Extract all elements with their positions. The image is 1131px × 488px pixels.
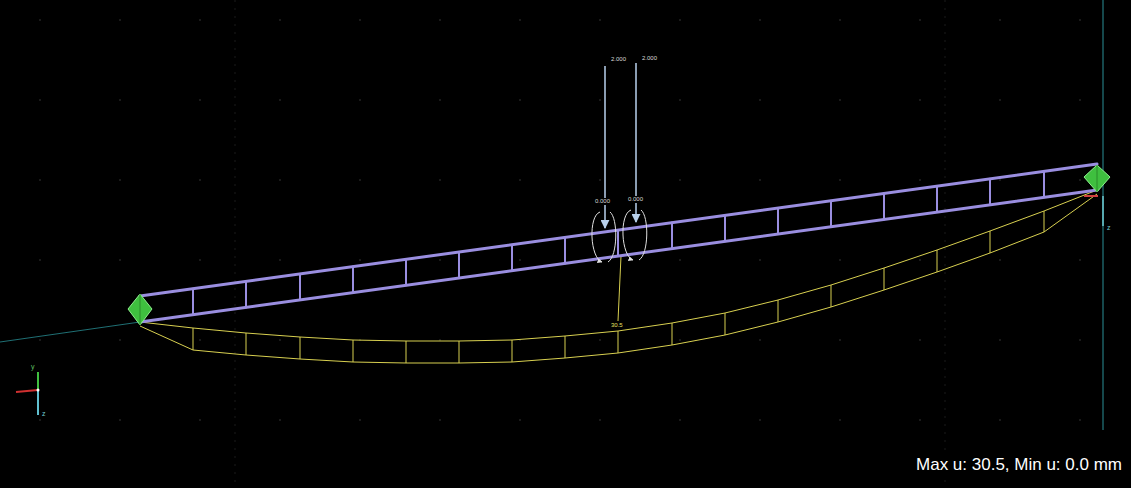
result-summary: Max u: 30.5, Min u: 0.0 mm [915, 456, 1123, 475]
truss-beam [140, 164, 1097, 322]
grid-line [235, 0, 236, 488]
grid-line [945, 0, 946, 488]
load-value: 2.000 [610, 56, 627, 63]
axis-line [0, 322, 140, 342]
axis-label: z [41, 410, 47, 418]
axis-label: z [1106, 224, 1112, 232]
moment-value: 0.000 [627, 196, 644, 203]
axis-line [1103, 0, 1104, 430]
leader-line [618, 256, 621, 321]
load-value: 2.000 [641, 55, 658, 62]
axis-label: y [30, 363, 36, 371]
pin-support [1084, 165, 1110, 226]
pin-support [128, 294, 152, 325]
deflection-value: 30.5 [610, 322, 624, 329]
moment-symbol [592, 210, 647, 262]
axis-triad [16, 372, 40, 415]
moment-value: 0.000 [594, 198, 611, 205]
